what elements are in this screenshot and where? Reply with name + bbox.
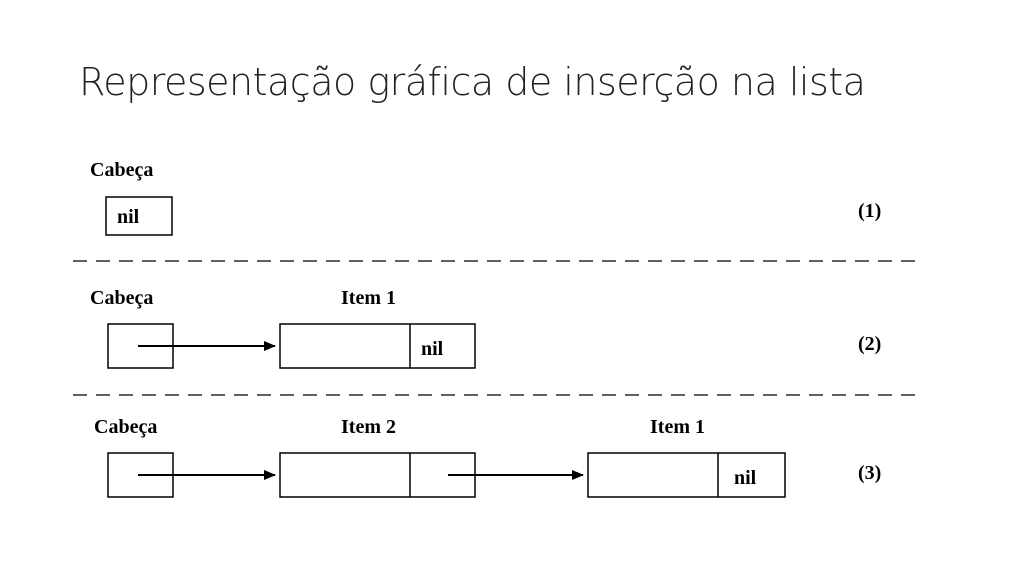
step-label: (2) bbox=[858, 333, 881, 355]
head-nil-value: nil bbox=[117, 206, 140, 228]
next-nil-value: nil bbox=[734, 467, 757, 489]
item-node-box bbox=[279, 323, 476, 369]
item-node-box bbox=[279, 452, 476, 498]
head-label: Cabeça bbox=[90, 159, 153, 181]
item-label: Item 1 bbox=[341, 287, 396, 309]
item-node-box bbox=[587, 452, 786, 498]
panel-3: Cabeça Item 2 Item 1 nil (3) bbox=[94, 416, 881, 498]
item-label: Item 2 bbox=[341, 416, 396, 438]
head-node-box bbox=[105, 196, 173, 236]
panel-2: Cabeça Item 1 nil (2) bbox=[90, 287, 881, 369]
head-label: Cabeça bbox=[90, 287, 153, 309]
item-label: Item 1 bbox=[650, 416, 705, 438]
next-nil-value: nil bbox=[421, 338, 444, 360]
slide-title: Representação gráfica de inserção na lis… bbox=[79, 60, 866, 104]
step-label: (3) bbox=[858, 462, 881, 484]
panel-1: Cabeça nil (1) bbox=[90, 159, 881, 236]
step-label: (1) bbox=[858, 200, 881, 222]
head-label: Cabeça bbox=[94, 416, 157, 438]
